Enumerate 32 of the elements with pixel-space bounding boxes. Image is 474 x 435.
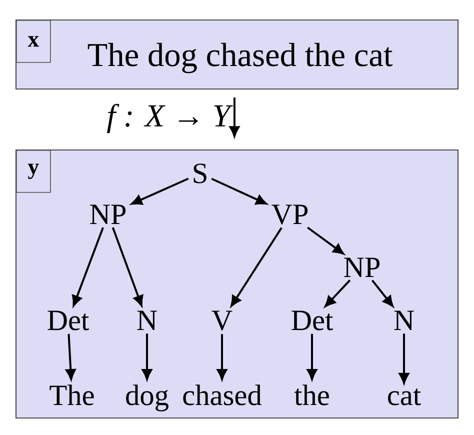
arrow xyxy=(66,334,76,380)
word: cat xyxy=(388,388,421,406)
sentence: The dog chased the cat xyxy=(88,42,393,74)
edge-label: f : X → Y xyxy=(107,104,234,134)
panel-tag: y xyxy=(16,150,51,193)
arrow xyxy=(324,280,351,307)
arrow xyxy=(211,178,267,205)
arrow xyxy=(306,334,318,380)
arrow xyxy=(216,334,228,380)
tree-label: VP xyxy=(272,204,308,224)
tree-label: N xyxy=(137,310,157,330)
arrow xyxy=(112,227,144,306)
arrow xyxy=(230,227,282,307)
panel-tag: x xyxy=(16,20,51,63)
word: the xyxy=(294,384,329,406)
arrow xyxy=(371,280,394,307)
word: dog xyxy=(126,384,168,412)
tree-label: S xyxy=(194,164,206,184)
tree-label: N xyxy=(394,310,414,330)
arrow xyxy=(306,226,344,254)
tree-label: NP xyxy=(344,258,380,277)
tree-label: Det xyxy=(48,310,90,330)
word: The xyxy=(50,384,94,406)
arrow xyxy=(229,98,240,137)
arrow xyxy=(398,334,410,384)
tree-label: Det xyxy=(292,310,334,330)
arrow xyxy=(142,334,152,380)
tree-label: V xyxy=(212,310,232,330)
arrow xyxy=(131,178,189,205)
word: chased xyxy=(183,384,262,406)
tree-label: NP xyxy=(90,204,126,224)
arrow xyxy=(72,227,104,306)
